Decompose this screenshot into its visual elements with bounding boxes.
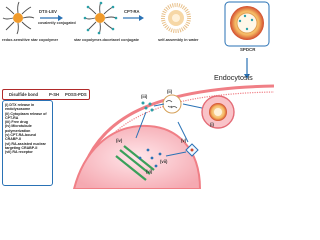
step-label-ii: (ii) (167, 89, 173, 94)
step-label-iii: (iii) (141, 94, 148, 99)
step-label-iv: (iv) (116, 138, 123, 143)
star-copolymer-icon (2, 1, 35, 35)
legend-item: (ii) Cytoplasm release of CPT-RA (5, 111, 47, 120)
legend-item: (iv) Microtubule polymerization (5, 124, 32, 133)
pssh-label: P-SH (49, 92, 60, 97)
covalent-label: covalently conjugated (38, 21, 76, 25)
diagram-graphics (2, 1, 274, 189)
diagram-canvas: DTX-LEV covalently conjugated CPT-RA red… (2, 1, 274, 189)
disulfide-label: Disulfide bond (9, 92, 39, 97)
arrow-down-icon (244, 58, 250, 79)
ra-receptor-icon (138, 148, 162, 168)
legend-item: (vi) RA-assisted nuclear targeting CRABP… (5, 141, 46, 150)
endolysosome (201, 95, 235, 129)
step-label-i: (i) (210, 122, 214, 127)
fragments-icon (162, 94, 182, 114)
spdcr-label: SPDCR (240, 47, 256, 52)
arrow-right-icon (123, 15, 144, 21)
legend-item: (i) DTX release in endolysosome (5, 103, 35, 112)
legend-item: (iii) Free drug (5, 120, 28, 125)
step-label-vii: (vii) (160, 159, 168, 164)
cpt-label: CPT-RA (124, 9, 140, 14)
legend-item: (v) CPT-RA-bound CRABP-II (5, 133, 36, 142)
poss-label: POSS-PDS (65, 92, 87, 97)
step-label-vi: (vi) (146, 169, 153, 174)
process-arrows (135, 103, 203, 157)
arrow-right-icon (40, 15, 63, 21)
dtx-label: DTX-LEV (39, 9, 57, 14)
endocytosis-label: Endocytosis (214, 73, 253, 82)
legend-item: (vii) RA receptor (5, 150, 33, 155)
legend-key: Disulfide bond P-SH POSS-PDS (2, 89, 90, 100)
conjugate-icon (83, 1, 118, 35)
free-drug-icon (141, 101, 154, 112)
spdcr-nanoparticle-icon (224, 1, 270, 47)
step-label-v: (v) (181, 138, 187, 143)
conjugate-label: star copolymer-docetaxel conjugate (74, 38, 139, 42)
crabp-icon (185, 143, 199, 157)
polymer-label: redox-sensitive star copolymer (2, 38, 59, 42)
micelle-icon (161, 3, 191, 33)
selfassembly-label: self-assembly in water (158, 38, 199, 42)
legend-list: (i) DTX release in endolysosome (ii) Cyt… (2, 100, 53, 186)
